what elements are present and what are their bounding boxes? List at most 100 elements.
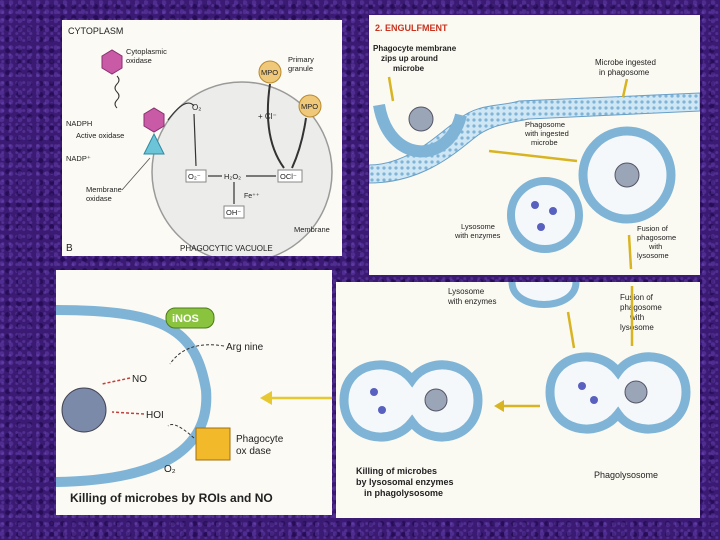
inos-enzyme	[165, 307, 215, 329]
arrow-no	[101, 377, 131, 385]
mpo-label-1: MPO	[261, 68, 278, 77]
microbe-left	[424, 388, 448, 412]
o2-rois-label: O₂	[164, 464, 176, 475]
arrow-fusion-down	[627, 234, 633, 270]
membrane-cup	[373, 103, 467, 158]
enzyme-2	[549, 207, 557, 215]
arrow-phagosome	[488, 149, 578, 163]
engulfment-diagram: 2. ENGULFMENT Phagocyte membrane zips up…	[369, 23, 700, 270]
fusion-label-4: lysosome	[637, 251, 669, 260]
panel-engulfment: 2. ENGULFMENT Phagocyte membrane zips up…	[369, 15, 700, 275]
superoxide-label: O₂⁻	[188, 172, 201, 181]
phagocytic-vacuole-label: PHAGOCYTIC VACUOLE	[180, 244, 273, 253]
killing-label-3: in phagolysosome	[364, 488, 443, 498]
enzyme-l1	[370, 388, 378, 396]
panel-b-letter: B	[66, 243, 73, 254]
enzyme-l2	[378, 406, 386, 414]
cytoplasmic-oxidase-hexagon	[101, 49, 123, 75]
hydroxyl-label: OH⁻	[226, 208, 241, 217]
hypochlorite-box	[277, 169, 303, 183]
membrane-label: Membrane	[294, 225, 330, 234]
nadp-label: NADP⁺	[66, 154, 91, 163]
fusion-label-3: with	[648, 242, 662, 251]
membrane-oxidase-pointer	[121, 157, 151, 191]
phagolysosome-left	[339, 360, 483, 442]
arrow-oxidase-to-vacuole	[167, 102, 195, 121]
hypochlorite-label: OCl⁻	[280, 172, 297, 181]
arrow-oxidase	[167, 424, 195, 439]
enzyme-1	[531, 201, 539, 209]
arrow-o2-to-superoxide	[193, 113, 197, 167]
primary-granule-label-2: granule	[288, 64, 313, 73]
killing-label-2: by lysosomal enzymes	[356, 477, 454, 487]
primary-granule-label-1: Primary	[288, 55, 314, 64]
rois-diagram: iNOS Arg nine NO HOI Phagocyte ox dase O…	[56, 305, 284, 505]
fusion2-label-1: Fusion of	[620, 293, 654, 302]
no-label: NO	[132, 374, 147, 385]
zips-label-1: Phagocyte membrane	[373, 44, 457, 53]
membrane-oxidase-label-2: oxidase	[86, 194, 112, 203]
fusion-label-2: phagosome	[637, 233, 676, 242]
cytoplasm-label: CYTOPLASM	[68, 26, 123, 36]
iron-label: Fe⁺⁺	[244, 193, 260, 200]
arginine-label: Arg nine	[226, 342, 264, 353]
h2o2-label: H₂O₂	[224, 172, 241, 181]
phagolysosome-right	[545, 352, 691, 434]
active-oxidase-label: Active oxidase	[76, 131, 124, 140]
cytoplasmic-oxidase-label-2: oxidase	[126, 56, 152, 65]
mpo-granule-2	[298, 94, 322, 118]
squiggle-arrow	[114, 75, 120, 109]
enzyme-r1	[578, 382, 586, 390]
ingested-label-1: Microbe ingested	[595, 58, 656, 67]
microbe-engulfing	[408, 106, 434, 132]
lysosomal-diagram: Lysosome with enzymes Fusion of phagosom…	[339, 282, 691, 498]
mpo-granule-1	[258, 60, 282, 84]
vacuole-membrane	[56, 305, 212, 487]
cytoplasmic-oxidase-label-1: Cytoplasmic	[126, 47, 167, 56]
lysosome-top	[508, 282, 580, 308]
active-oxidase-hexagon	[143, 107, 165, 133]
microbe-in-phagosome	[614, 162, 640, 188]
zips-label-2: zips up around	[381, 54, 438, 63]
vacuole-diagram: CYTOPLASM Cytoplasmic oxidase MPO MPO Pr…	[66, 26, 333, 256]
zips-label-3: microbe	[393, 64, 425, 73]
ingested-label-2: in phagosome	[599, 68, 650, 77]
panel-rois: iNOS Arg nine NO HOI Phagocyte ox dase O…	[56, 270, 332, 515]
phagosome-label-1: Phagosome	[525, 120, 565, 129]
engulfment-title: 2. ENGULFMENT	[375, 23, 448, 33]
inos-label: iNOS	[172, 313, 199, 325]
arrow-hoi	[111, 411, 145, 415]
nadph-label: NADPH	[66, 119, 92, 128]
hydroxyl-box	[223, 205, 245, 219]
phagocyte-membrane	[369, 92, 700, 184]
enzyme-3	[537, 223, 545, 231]
fusion2-label-4: lysosome	[620, 323, 654, 332]
lysosome-label-1: Lysosome	[461, 222, 495, 231]
arrow-arginine	[169, 344, 225, 365]
o2-label: O₂	[192, 103, 201, 112]
microbe-right	[624, 380, 648, 404]
fusion2-label-3: with	[629, 313, 644, 322]
hoi-label: HOI	[146, 410, 164, 421]
arrow-zips	[387, 76, 395, 102]
phagosome-label-3: microbe	[531, 138, 558, 147]
lysosome-label-2: with enzymes	[454, 231, 501, 240]
rois-caption: Killing of microbes by ROIs and NO	[70, 491, 273, 505]
enzyme-r2	[590, 396, 598, 404]
phagocyte-oxidase-label-2: ox dase	[236, 446, 271, 457]
phagocyte-oxidase-label-1: Phagocyte	[236, 434, 284, 445]
membrane-oxidase-label-1: Membrane	[86, 185, 122, 194]
panel-lysosomal: Lysosome with enzymes Fusion of phagosom…	[336, 282, 700, 518]
active-oxidase-triangle	[143, 132, 165, 155]
arrow-ingested	[621, 78, 629, 98]
arrow-mpo-to-ocl	[266, 83, 285, 169]
arrow-fusion-left	[566, 311, 576, 349]
lysosome-top-label-2: with enzymes	[447, 297, 496, 306]
arrow-middle-head	[494, 400, 504, 412]
lysosome	[507, 177, 583, 253]
panel-phagocytic-vacuole: CYTOPLASM Cytoplasmic oxidase MPO MPO Pr…	[62, 20, 342, 256]
phagolysosome-label: Phagolysosome	[594, 470, 658, 480]
arrow-left-connector	[260, 391, 332, 405]
fusion-label-1: Fusion of	[637, 224, 669, 233]
vacuole-circle	[151, 81, 333, 256]
